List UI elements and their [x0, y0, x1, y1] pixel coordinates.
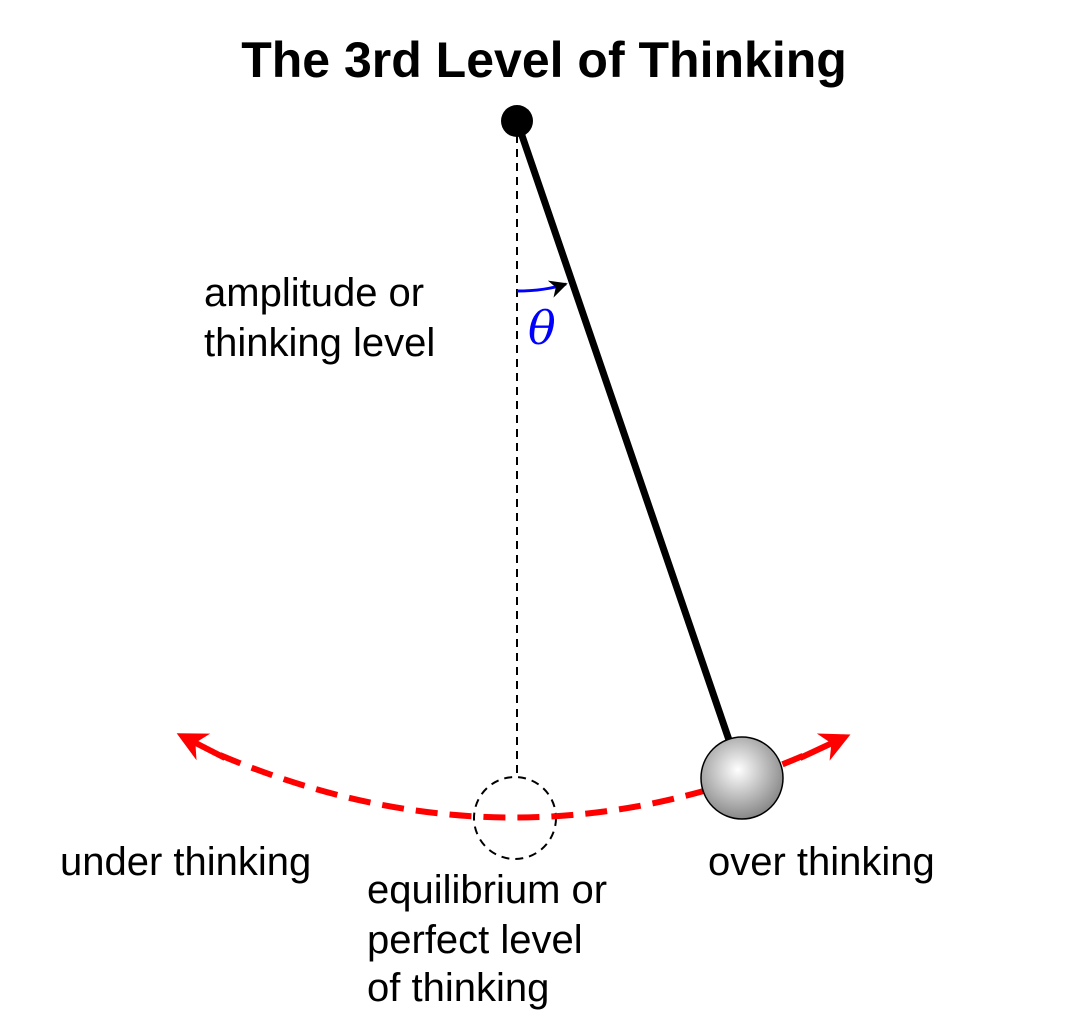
under-thinking-label: under thinking — [60, 840, 311, 884]
diagram-title: The 3rd Level of Thinking — [241, 32, 847, 88]
right-arrow-icon — [798, 733, 851, 761]
equilibrium-label-1: equilibrium or — [367, 868, 607, 912]
amplitude-label-2: thinking level — [204, 321, 435, 365]
theta-label: θ — [528, 301, 556, 355]
angle-arc — [516, 280, 568, 298]
equilibrium-label-2: perfect level — [367, 918, 583, 962]
pendulum-bob — [700, 736, 784, 820]
left-arrow-icon — [176, 733, 227, 761]
equilibrium-label-3: of thinking — [367, 966, 549, 1010]
amplitude-label-1: amplitude or — [204, 271, 424, 315]
pivot-point — [501, 105, 533, 137]
over-thinking-label: over thinking — [708, 840, 935, 884]
pendulum-rod — [513, 119, 746, 780]
